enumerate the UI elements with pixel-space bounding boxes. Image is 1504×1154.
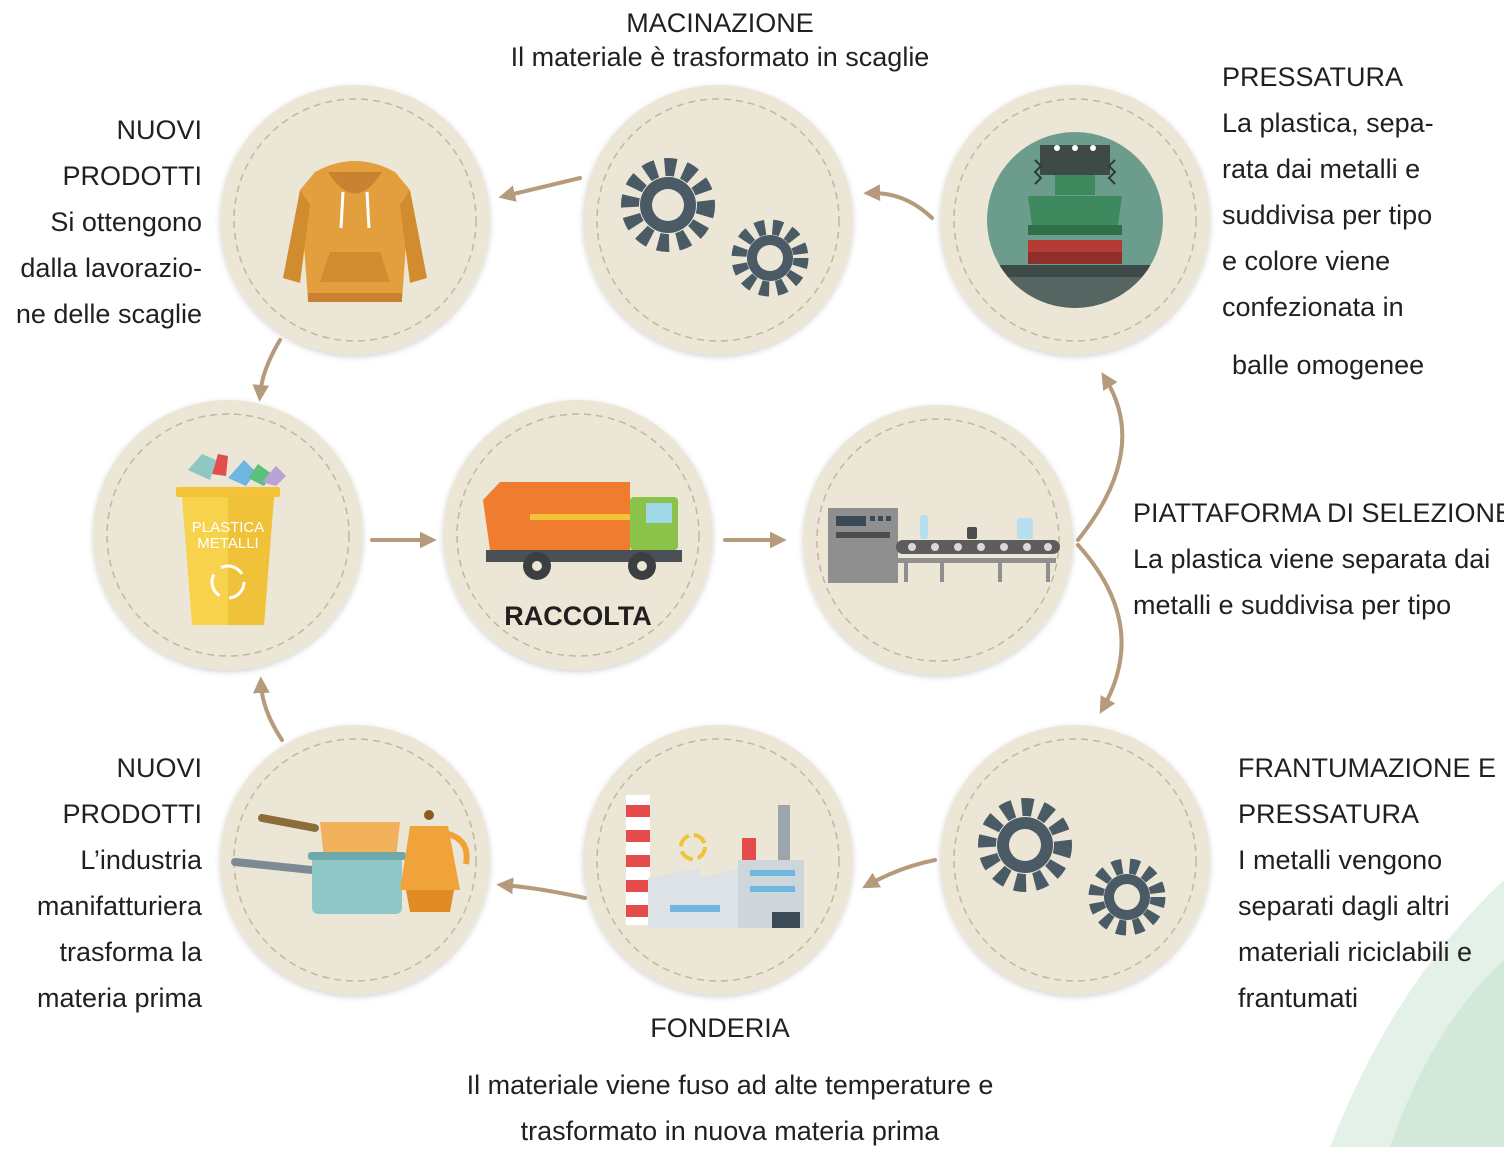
arrow-macinazione-to-nuovi-top — [498, 176, 582, 202]
nuovi-bottom-line-5: trasforma la — [59, 937, 202, 967]
nuovi-top-line-2: PRODOTTI — [62, 161, 203, 191]
frantumazione-line-2: PRESSATURA — [1238, 799, 1420, 829]
pressatura-title: PRESSATURA — [1222, 62, 1404, 92]
nuovi-top-line-5: ne delle scaglie — [15, 299, 202, 329]
nuovi-prodotti-top-text: NUOVI PRODOTTI Si ottengono dalla lavora… — [0, 107, 202, 337]
pressatura-line-2: rata dai metalli e — [1222, 154, 1421, 184]
frantumazione-line-5: materiali riciclabili e — [1238, 937, 1473, 967]
frantumazione-line-3: I metalli vengono — [1238, 845, 1443, 875]
fonderia-line-2: trasformato in nuova materia prima — [520, 1116, 940, 1146]
arrow-piattaforma-to-frantumazione — [1076, 543, 1124, 714]
frantumazione-text: FRANTUMAZIONE E PRESSATURA I metalli ven… — [1238, 745, 1500, 1021]
pressatura-line-1: La plastica, sepa- — [1222, 108, 1434, 138]
garbage-truck-icon — [483, 482, 682, 580]
pressatura-line-5: confezionata in — [1222, 292, 1404, 322]
conveyor-belt-icon — [828, 508, 1060, 583]
macinazione-title: MACINAZIONE — [626, 8, 814, 38]
nuovi-top-line-4: dalla lavorazio- — [20, 253, 202, 283]
factory-icon — [626, 795, 804, 928]
frantumazione-line-1: FRANTUMAZIONE E — [1238, 753, 1497, 783]
gears-icon — [621, 158, 809, 297]
nuovi-bottom-line-6: materia prima — [36, 983, 202, 1013]
raccolta-label: RACCOLTA — [504, 601, 651, 631]
pressatura-text: PRESSATURA La plastica, sepa- rata dai m… — [1222, 54, 1492, 388]
nuovi-bottom-line-2: PRODOTTI — [62, 799, 203, 829]
arrow-nuovi-bottom-to-bin — [252, 676, 284, 742]
nuovi-bottom-line-3: L’industria — [80, 845, 202, 875]
frantumazione-line-6: frantumati — [1238, 983, 1359, 1013]
circle-fonderia — [583, 725, 853, 995]
arrow-pressatura-to-macinazione — [863, 184, 934, 220]
frantumazione-line-4: separati dagli altri — [1238, 891, 1450, 921]
cookware-icon — [231, 810, 470, 914]
background-leaf-shape-inner — [1390, 960, 1504, 1147]
arrow-nuovi-top-to-bin — [252, 338, 282, 402]
pressatura-line-6: balle omogenee — [1232, 350, 1425, 380]
fonderia-line-1: Il materiale viene fuso ad alte temperat… — [466, 1070, 994, 1100]
pressatura-line-3: suddivisa per tipo — [1222, 200, 1433, 230]
hoodie-icon — [283, 161, 427, 302]
arrow-fonderia-to-nuovi-bottom — [496, 877, 587, 900]
nuovi-top-line-3: Si ottengono — [50, 207, 202, 237]
piattaforma-line-1: La plastica viene separata dai — [1133, 544, 1491, 574]
piattaforma-line-2: metalli e suddivisa per tipo — [1133, 590, 1452, 620]
pressatura-line-4: e colore viene — [1222, 246, 1391, 276]
arrow-frantumazione-to-fonderia — [862, 858, 937, 889]
macinazione-text: MACINAZIONE Il materiale è trasformato i… — [470, 6, 970, 74]
macinazione-desc: Il materiale è trasformato in scaglie — [510, 42, 930, 72]
bin-label-plastica: PLASTICA — [192, 519, 265, 536]
nuovi-prodotti-bottom-text: NUOVI PRODOTTI L’industria manifatturier… — [0, 745, 202, 1021]
piattaforma-text: PIATTAFORMA DI SELEZIONE La plastica vie… — [1133, 490, 1504, 628]
nuovi-bottom-line-1: NUOVI — [116, 753, 202, 783]
recycling-bin-icon: PLASTICA METALLI — [176, 454, 286, 625]
fonderia-title: FONDERIA — [650, 1013, 790, 1043]
fonderia-text: Il materiale viene fuso ad alte temperat… — [380, 1062, 1080, 1154]
nuovi-top-line-1: NUOVI — [116, 115, 202, 145]
bin-label-metalli: METALLI — [197, 535, 258, 552]
gears-frantumazione-icon — [978, 798, 1166, 936]
arrow-piattaforma-to-pressatura — [1076, 372, 1125, 542]
piattaforma-title: PIATTAFORMA DI SELEZIONE — [1133, 498, 1504, 528]
nuovi-bottom-line-4: manifatturiera — [36, 891, 202, 921]
